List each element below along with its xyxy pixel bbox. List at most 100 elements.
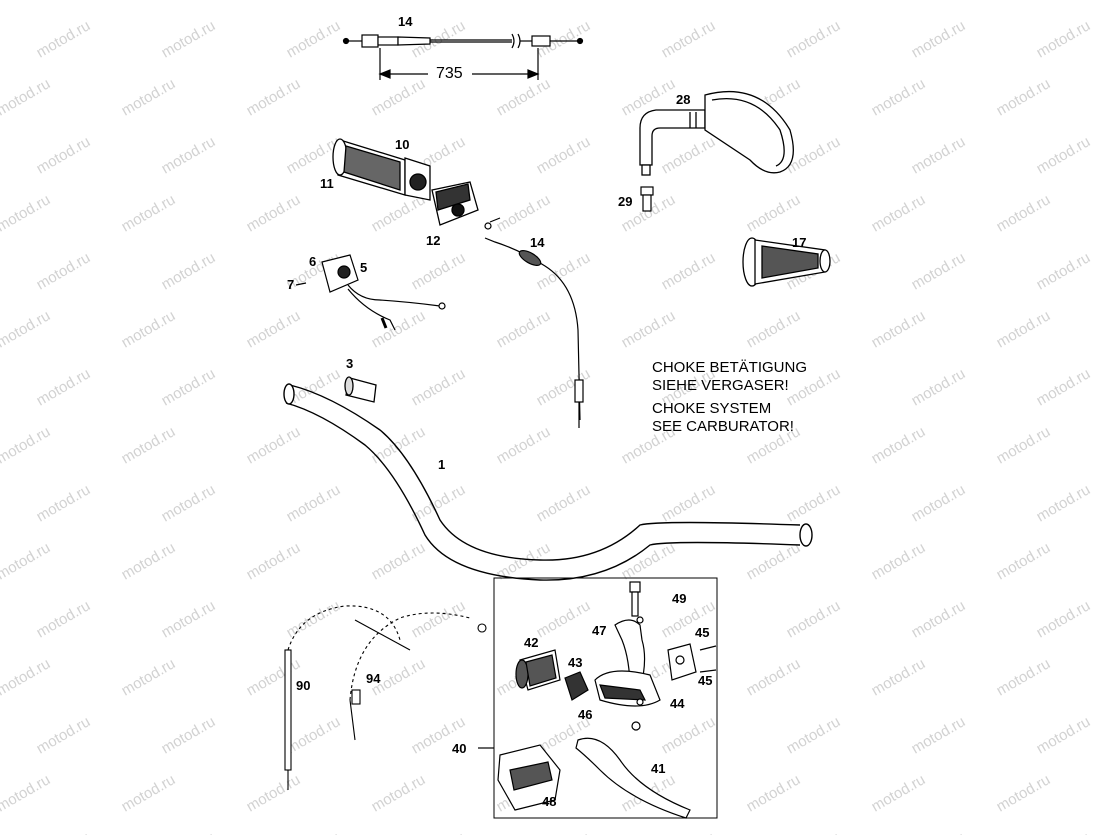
watermark-text: motod.ru bbox=[744, 539, 804, 583]
dimension-label: 735 bbox=[436, 65, 463, 82]
watermark-text: motod.ru bbox=[994, 307, 1054, 351]
watermark-text: motod.ru bbox=[34, 481, 94, 525]
watermark-text: motod.ru bbox=[159, 365, 219, 409]
watermark-text: motod.ru bbox=[784, 481, 844, 525]
callout-labels: 14 28 10 11 29 12 14 17 6 5 7 3 1 49 47 … bbox=[287, 14, 806, 809]
watermark-text: motod.ru bbox=[0, 655, 53, 699]
watermark-text: motod.ru bbox=[744, 191, 804, 235]
watermark-text: motod.ru bbox=[909, 597, 969, 641]
watermark-text: motod.ru bbox=[119, 539, 179, 583]
watermark-text: motod.ru bbox=[869, 423, 929, 467]
part-label-7: 7 bbox=[287, 277, 294, 292]
choke-cable-drawing bbox=[484, 217, 584, 428]
watermark-text: motod.ru bbox=[494, 307, 554, 351]
watermark-text: motod.ru bbox=[244, 423, 304, 467]
watermark-text: motod.ru bbox=[1034, 249, 1094, 293]
watermark-text: motod.ru bbox=[119, 423, 179, 467]
watermark-text: motod.ru bbox=[869, 771, 929, 815]
watermark-text: motod.ru bbox=[0, 0, 53, 3]
watermark-text: motod.ru bbox=[369, 75, 429, 119]
watermark-text: motod.ru bbox=[119, 191, 179, 235]
watermark-text: motod.ru bbox=[244, 75, 304, 119]
watermark-text: motod.ru bbox=[869, 75, 929, 119]
watermark-text: motod.ru bbox=[119, 75, 179, 119]
part-label-45-upper: 45 bbox=[695, 625, 709, 640]
watermark-text: motod.ru bbox=[34, 829, 94, 835]
watermark-text: motod.ru bbox=[284, 829, 344, 835]
part-label-5: 5 bbox=[360, 260, 367, 275]
part-label-14-top: 14 bbox=[398, 14, 413, 29]
watermark-text: motod.ru bbox=[534, 829, 594, 835]
watermark-text: motod.ru bbox=[1034, 713, 1094, 757]
watermark-text: motod.ru bbox=[159, 713, 219, 757]
choke-note: CHOKE BETÄTIGUNG SIEHE VERGASER! CHOKE S… bbox=[652, 359, 807, 435]
watermark-text: motod.ru bbox=[284, 713, 344, 757]
part-label-43: 43 bbox=[568, 655, 582, 670]
watermark-text: motod.ru bbox=[869, 539, 929, 583]
watermark-text: motod.ru bbox=[909, 17, 969, 61]
watermark-text: motod.ru bbox=[869, 0, 929, 3]
part-label-14-mid: 14 bbox=[530, 235, 545, 250]
watermark-text: motod.ru bbox=[1034, 481, 1094, 525]
part-label-94: 94 bbox=[366, 671, 381, 686]
watermark-text: motod.ru bbox=[159, 249, 219, 293]
watermark-text: motod.ru bbox=[409, 249, 469, 293]
watermark-text: motod.ru bbox=[659, 249, 719, 293]
watermark-text: motod.ru bbox=[619, 0, 679, 3]
watermark-text: motod.ru bbox=[994, 539, 1054, 583]
switch-drawing bbox=[295, 254, 446, 331]
watermark-text: motod.ru bbox=[784, 829, 844, 835]
watermark-text: motod.ru bbox=[1034, 829, 1094, 835]
watermark-text: motod.ru bbox=[744, 0, 804, 3]
handlebar-drawing bbox=[283, 383, 813, 581]
part-label-1: 1 bbox=[438, 457, 445, 472]
watermark-text: motod.ru bbox=[284, 17, 344, 61]
watermark-text: motod.ru bbox=[284, 597, 344, 641]
watermark-text: motod.ru bbox=[534, 249, 594, 293]
watermark-text: motod.ru bbox=[909, 713, 969, 757]
watermark-text: motod.ru bbox=[619, 307, 679, 351]
clutch-assembly-drawing bbox=[478, 581, 717, 819]
watermark-text: motod.ru bbox=[159, 829, 219, 835]
watermark-text: motod.ru bbox=[659, 133, 719, 177]
watermark-text: motod.ru bbox=[909, 481, 969, 525]
watermark-text: motod.ru bbox=[119, 0, 179, 3]
watermark-text: motod.ru bbox=[994, 423, 1054, 467]
watermark-text: motod.ru bbox=[159, 17, 219, 61]
watermark-text: motod.ru bbox=[0, 423, 53, 467]
watermark-text: motod.ru bbox=[1034, 597, 1094, 641]
watermark-text: motod.ru bbox=[34, 249, 94, 293]
mirror-drawing bbox=[639, 91, 794, 176]
throttle-housing-drawing bbox=[431, 181, 479, 226]
watermark-text: motod.ru bbox=[159, 133, 219, 177]
watermark-text: motod.ru bbox=[284, 481, 344, 525]
watermark-text: motod.ru bbox=[369, 771, 429, 815]
watermark-text: motod.ru bbox=[34, 17, 94, 61]
watermark-text: motod.ru bbox=[0, 75, 53, 119]
watermark-text: motod.ru bbox=[744, 307, 804, 351]
nut-29-drawing bbox=[640, 186, 654, 212]
note-line: CHOKE SYSTEM bbox=[652, 400, 771, 417]
watermark-text: motod.ru bbox=[0, 307, 53, 351]
watermark-text: motod.ru bbox=[909, 365, 969, 409]
watermark-text: motod.ru bbox=[159, 481, 219, 525]
watermark-text: motod.ru bbox=[909, 249, 969, 293]
watermark-text: motod.ru bbox=[409, 829, 469, 835]
watermark-text: motod.ru bbox=[994, 655, 1054, 699]
spacer-drawing bbox=[344, 376, 377, 403]
watermark-text: motod.ru bbox=[369, 423, 429, 467]
watermark-text: motod.ru bbox=[994, 191, 1054, 235]
watermark-text: motod.ru bbox=[34, 365, 94, 409]
watermark-text: motod.ru bbox=[244, 0, 304, 3]
watermark-text: motod.ru bbox=[869, 191, 929, 235]
part-label-29: 29 bbox=[618, 194, 632, 209]
part-label-42: 42 bbox=[524, 635, 538, 650]
watermark-text: motod.ru bbox=[909, 829, 969, 835]
watermark-text: motod.ru bbox=[534, 597, 594, 641]
watermark-text: motod.ru bbox=[869, 655, 929, 699]
watermark-text: motod.ru bbox=[784, 713, 844, 757]
watermark-text: motod.ru bbox=[34, 713, 94, 757]
watermark-text: motod.ru bbox=[909, 133, 969, 177]
part-label-48: 48 bbox=[542, 794, 556, 809]
